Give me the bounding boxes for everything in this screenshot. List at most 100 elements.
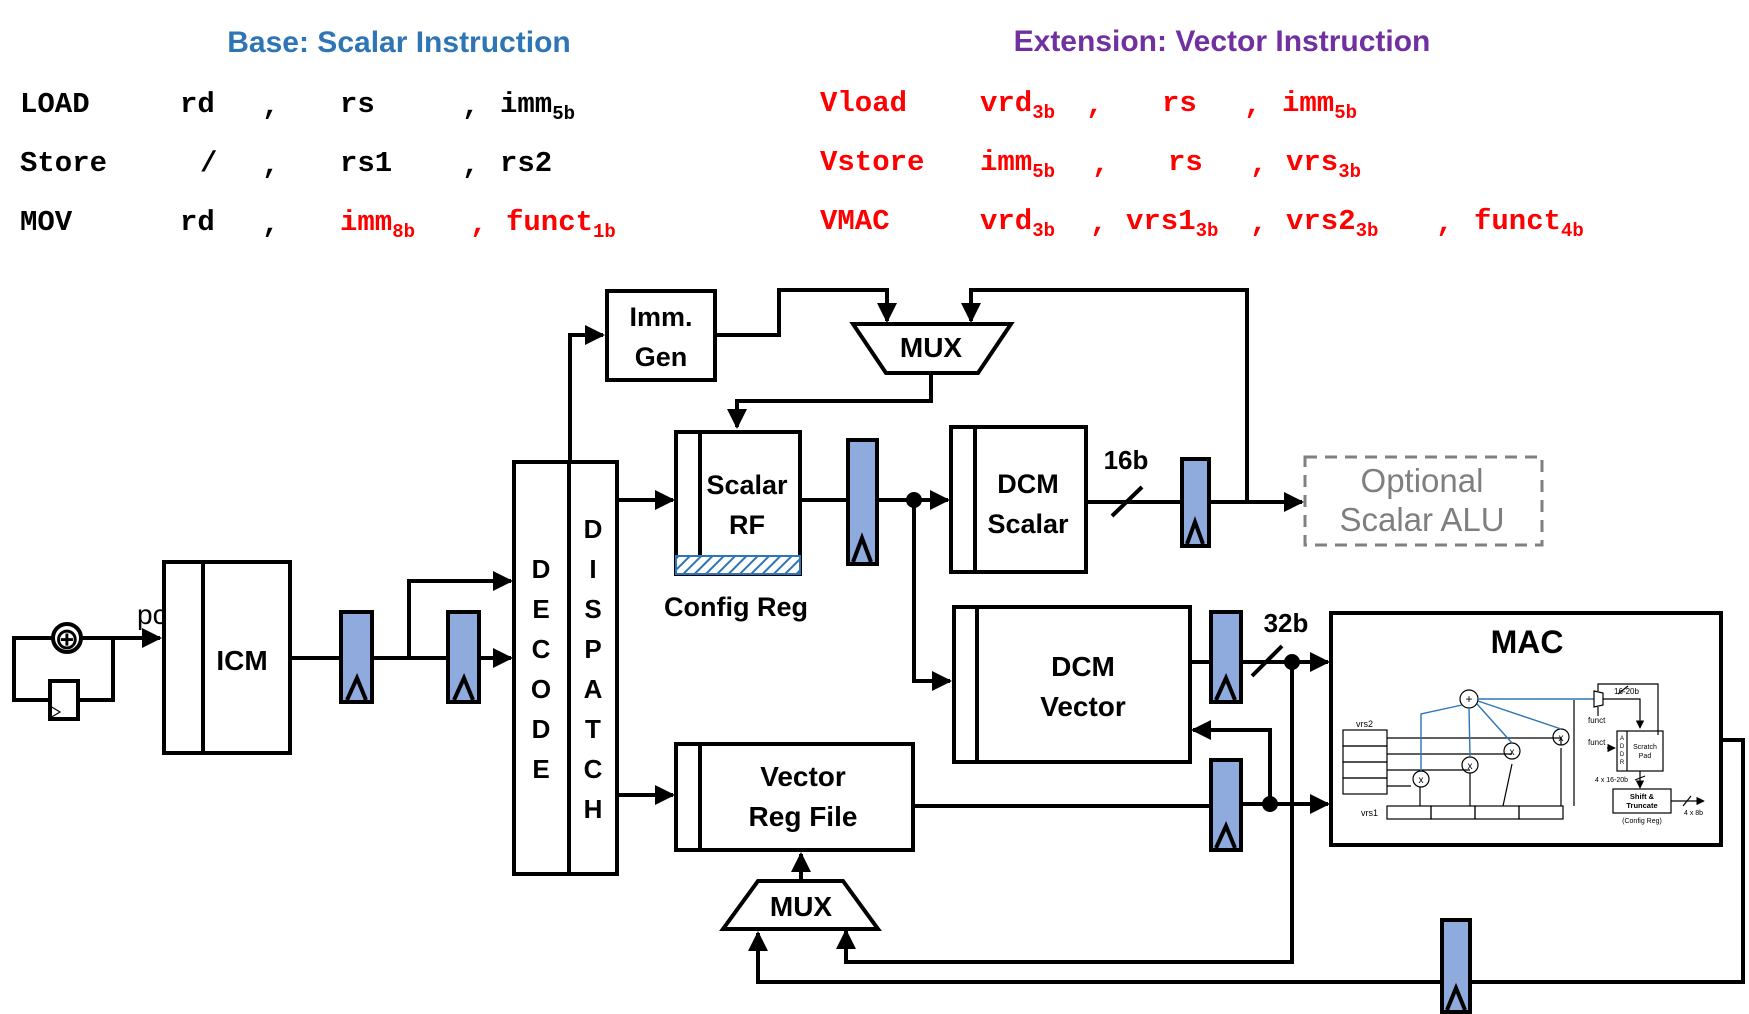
arg2: vrs13b bbox=[1126, 205, 1218, 242]
pc-register bbox=[48, 679, 80, 721]
vector-rf-block: Vector Reg File bbox=[674, 742, 915, 852]
dispatch-letter: S bbox=[584, 594, 601, 624]
vrs2-label: vrs2 bbox=[1356, 719, 1373, 729]
comma: , bbox=[462, 149, 479, 182]
slash bbox=[1682, 795, 1692, 807]
comma: , bbox=[1244, 89, 1261, 122]
slash bbox=[1634, 775, 1646, 781]
width-label: 16-20b bbox=[1614, 687, 1639, 696]
dcm-scalar-label: DCM bbox=[997, 469, 1059, 499]
mux-top-label: MUX bbox=[900, 332, 963, 363]
arg2: rs bbox=[1168, 146, 1203, 179]
wire bbox=[1603, 698, 1645, 729]
pipeline-register bbox=[446, 610, 481, 704]
comma: , bbox=[462, 90, 479, 123]
op: MOV bbox=[20, 206, 73, 239]
vector-rf-label: Reg File bbox=[749, 801, 858, 832]
arg3: vrs3b bbox=[1286, 146, 1361, 183]
comma: , bbox=[1250, 207, 1267, 240]
op: LOAD bbox=[20, 88, 90, 121]
mac-label: MAC bbox=[1491, 624, 1564, 660]
addr-letter: D bbox=[1620, 744, 1625, 750]
decode-letter: C bbox=[532, 634, 551, 664]
dispatch-letter: H bbox=[584, 794, 603, 824]
pc-loop: ⊕ pc bbox=[12, 599, 167, 721]
width-label: 4 x 8b bbox=[1684, 810, 1703, 817]
comma: , bbox=[262, 208, 279, 241]
wire bbox=[1468, 707, 1471, 758]
wire-pc-loop bbox=[12, 636, 53, 702]
scratch-label: Pad bbox=[1639, 753, 1652, 760]
arg3: imm5b bbox=[1282, 87, 1357, 124]
dispatch-block: D I S P A T C H bbox=[567, 460, 619, 876]
mux-bottom: MUX bbox=[719, 879, 882, 931]
slash bbox=[1617, 685, 1629, 695]
addr-letter: D bbox=[1620, 752, 1625, 758]
width-label: 4 x 16-20b bbox=[1595, 777, 1628, 784]
pipeline-register bbox=[1440, 918, 1472, 1014]
dispatch-letter: T bbox=[585, 714, 601, 744]
width-32b: 32b bbox=[1264, 608, 1309, 638]
arg1: imm5b bbox=[980, 146, 1055, 183]
wire-pc-feedback bbox=[78, 636, 115, 702]
decode-letter: O bbox=[531, 674, 551, 704]
wire-immgen-to-mux bbox=[715, 288, 897, 337]
adder-symbol: + bbox=[1465, 692, 1472, 706]
multiplier-symbol: x bbox=[1510, 747, 1515, 758]
op: Vstore bbox=[820, 146, 924, 179]
arg3: imm5b bbox=[500, 88, 575, 125]
vector-rf-label: Vector bbox=[760, 761, 846, 792]
optional-scalar-alu: Optional Scalar ALU bbox=[1303, 455, 1544, 547]
comma: , bbox=[1086, 89, 1103, 122]
shift-label: Truncate bbox=[1626, 801, 1657, 810]
wire-mac-out bbox=[1470, 738, 1745, 984]
small-mux bbox=[1593, 690, 1604, 708]
arg2: rs bbox=[340, 88, 375, 121]
imm-gen-label: Gen bbox=[635, 342, 688, 372]
dispatch-letter: C bbox=[584, 754, 603, 784]
scalar-instruction-load: LOAD rd , rs , imm5b bbox=[20, 88, 575, 125]
vrs1-cell bbox=[1518, 805, 1564, 820]
wire bbox=[1387, 737, 1562, 745]
wire bbox=[1597, 683, 1659, 735]
comma: , bbox=[262, 90, 279, 123]
comma: , bbox=[1250, 148, 1267, 181]
comma: , bbox=[262, 149, 279, 182]
scalar-rf-label: Scalar bbox=[706, 470, 788, 500]
scalar-rf-block: Scalar RF bbox=[674, 430, 802, 576]
arg1: vrd3b bbox=[980, 205, 1055, 242]
wire bbox=[1420, 704, 1463, 771]
wire-to-immgen bbox=[568, 325, 605, 462]
dispatch-letter: A bbox=[584, 674, 603, 704]
funct-label: funct bbox=[1588, 716, 1606, 725]
dispatch-letter: D bbox=[584, 514, 603, 544]
imm-gen-label: Imm. bbox=[629, 302, 692, 332]
dcm-vector-block: DCM Vector bbox=[952, 605, 1192, 764]
multiplier-symbol: x bbox=[1559, 733, 1564, 744]
arg1: rd bbox=[180, 206, 215, 239]
mac-block: MAC vrs2 vrs1 x bbox=[1329, 611, 1723, 847]
base-heading: Base: Scalar Instruction bbox=[227, 26, 570, 59]
dcm-vector-label: Vector bbox=[1040, 691, 1126, 722]
vrs1-label: vrs1 bbox=[1361, 808, 1378, 818]
alu-label: Optional bbox=[1361, 462, 1484, 499]
wire-to-dcm-vector-back bbox=[1191, 720, 1272, 804]
funct-label: funct bbox=[1588, 738, 1606, 747]
scalar-instruction-store: Store / , rs1 , rs2 bbox=[20, 147, 552, 182]
decode-letter: D bbox=[532, 714, 551, 744]
dcm-scalar-label: Scalar bbox=[987, 509, 1069, 539]
decode-block: D E C O D E bbox=[512, 460, 571, 876]
width-16b: 16b bbox=[1104, 445, 1149, 475]
mux-top: MUX bbox=[849, 322, 1015, 375]
scalar-instruction-mov: MOV rd , imm8b , funct1b bbox=[20, 206, 616, 243]
wire-to-dcm-vector bbox=[912, 500, 952, 691]
pipeline-register bbox=[339, 610, 374, 704]
multiplier-symbol: x bbox=[1468, 761, 1473, 772]
comma: , bbox=[1092, 148, 1109, 181]
comma: , bbox=[1436, 207, 1453, 240]
arg4: funct4b bbox=[1474, 205, 1584, 242]
pc-label: pc bbox=[137, 599, 167, 630]
dcm-vector-label: DCM bbox=[1051, 651, 1115, 682]
arg2: rs bbox=[1162, 87, 1197, 120]
pipeline-register bbox=[846, 438, 879, 566]
